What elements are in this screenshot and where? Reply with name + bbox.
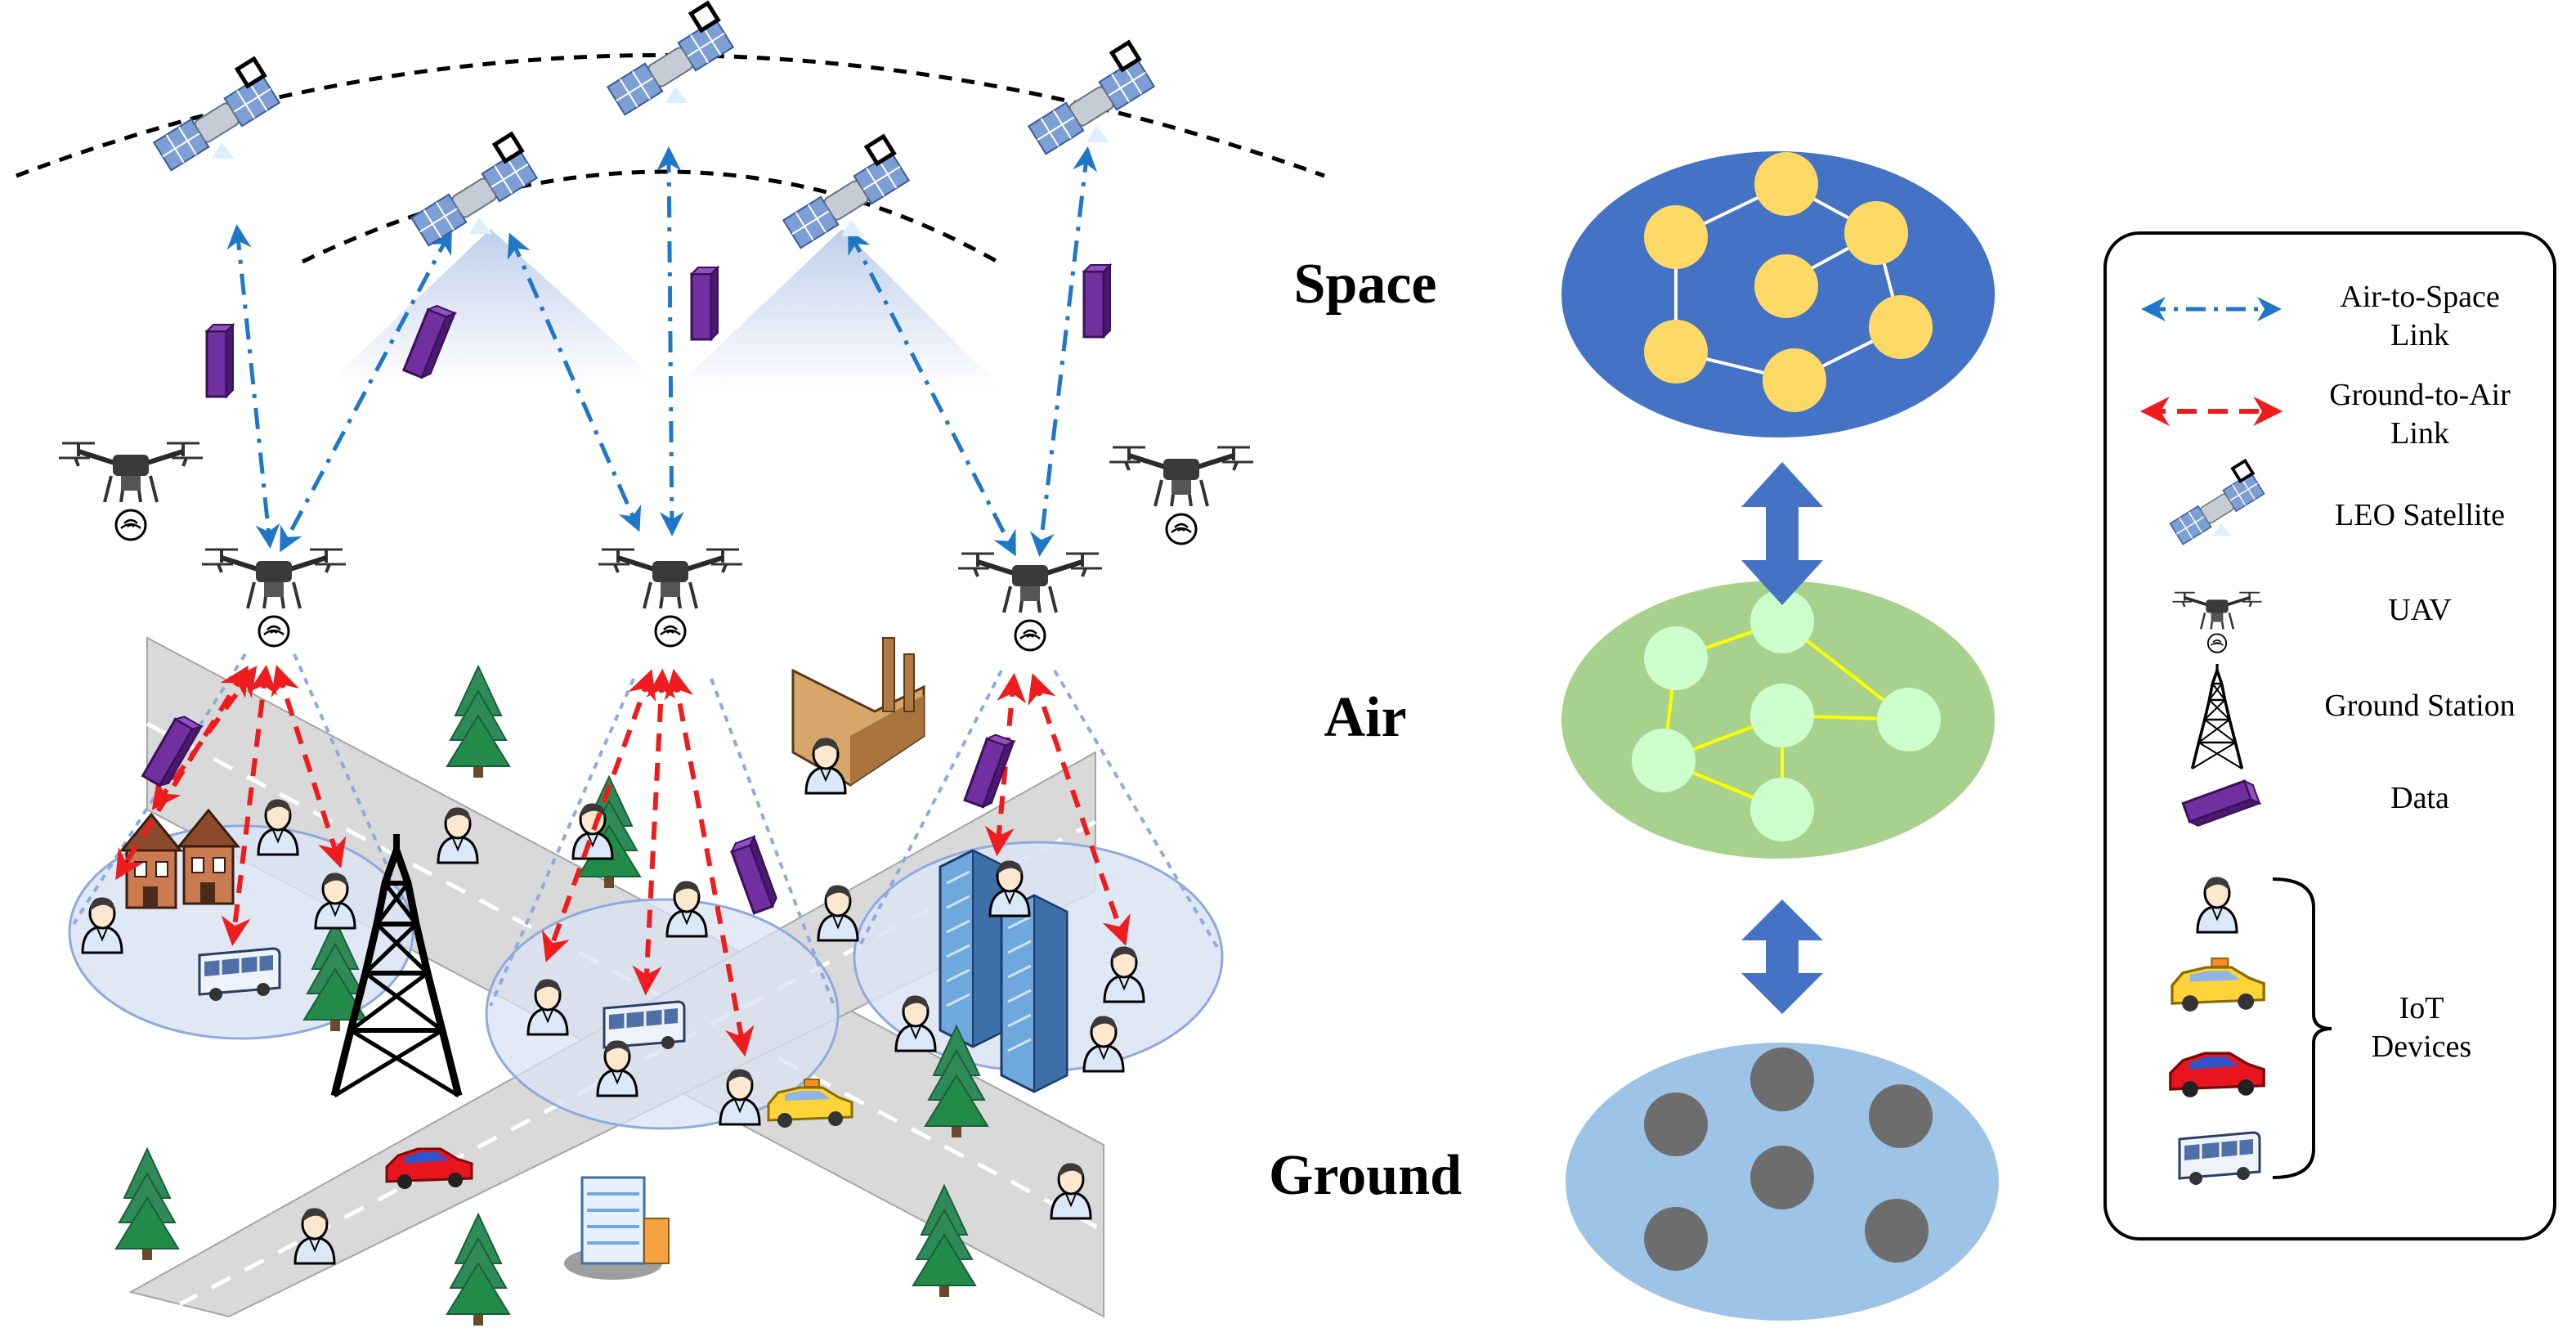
- legend-ground-to-air-label-1: Ground-to-Air: [2329, 378, 2511, 412]
- space-node: [1763, 348, 1826, 412]
- leo-satellite: [1019, 43, 1156, 154]
- air-node: [1632, 729, 1696, 792]
- outer-orbit: [16, 53, 1325, 178]
- iot-bracket: [2272, 877, 2332, 1179]
- layer-label-space: Space: [1294, 253, 1437, 316]
- space-layer-graph: [1561, 151, 1995, 437]
- space-node: [1754, 254, 1818, 318]
- skyscraper: [1000, 894, 1068, 1093]
- legend-leo-satellite-label: LEO Satellite: [2335, 498, 2505, 532]
- air-node: [1750, 684, 1814, 747]
- tree: [446, 666, 510, 778]
- legend-iot-label-1: IoT: [2399, 991, 2444, 1025]
- factory: [791, 637, 925, 787]
- legend-ground-to-air-label-2: Link: [2390, 416, 2449, 451]
- space-node: [1644, 320, 1708, 384]
- satellite-beam: [670, 229, 1006, 393]
- uav: [598, 550, 742, 646]
- legend-uav-label: UAV: [2388, 593, 2452, 627]
- uav: [202, 550, 346, 646]
- tree: [115, 1148, 179, 1261]
- air-to-space-links: [226, 146, 1098, 557]
- legend-iot-label-2: Devices: [2372, 1030, 2471, 1064]
- space-node: [1644, 205, 1708, 269]
- ground-node: [1750, 1146, 1814, 1209]
- air-node: [1644, 626, 1708, 690]
- office-building: [564, 1176, 670, 1280]
- leo-satellite: [598, 3, 735, 114]
- air-node: [1750, 590, 1814, 653]
- ground-node: [1644, 1207, 1708, 1271]
- ground-layer-graph: [1566, 1043, 1999, 1321]
- data-packet: [1082, 263, 1112, 339]
- ground-node: [1869, 1084, 1933, 1148]
- legend-data-label: Data: [2390, 781, 2449, 815]
- data-packet: [728, 835, 780, 915]
- air-node: [1750, 778, 1814, 841]
- satellite-beam: [327, 229, 662, 384]
- ground-node: [1865, 1199, 1929, 1263]
- uav: [1109, 447, 1253, 544]
- ground-to-air-links: [115, 664, 1131, 1057]
- data-packet: [690, 266, 719, 341]
- uav: [958, 554, 1102, 650]
- legend-ground-station-label: Ground Station: [2324, 689, 2515, 723]
- air-node: [1877, 688, 1941, 751]
- leo-satellite: [145, 59, 281, 170]
- uav: [59, 443, 203, 540]
- space-node: [1754, 152, 1818, 216]
- ground-node: [1750, 1048, 1814, 1111]
- residential-house: [120, 813, 182, 909]
- space-node: [1844, 201, 1908, 265]
- tree: [446, 1214, 510, 1326]
- legend-air-to-space-label-2: Link: [2390, 318, 2449, 352]
- layer-link-arrow: [1741, 900, 1823, 1014]
- leo-satellite: [402, 134, 539, 245]
- layer-link-arrow: [1741, 462, 1823, 605]
- skyscraper: [939, 849, 1007, 1048]
- layer-label-air: Air: [1324, 686, 1406, 749]
- data-packet: [205, 323, 235, 398]
- layer-label-ground: Ground: [1269, 1144, 1462, 1207]
- air-layer-graph: [1561, 581, 1995, 859]
- space-node: [1869, 295, 1933, 359]
- legend-air-to-space-label-1: Air-to-Space: [2340, 280, 2500, 314]
- ground-node: [1644, 1092, 1708, 1156]
